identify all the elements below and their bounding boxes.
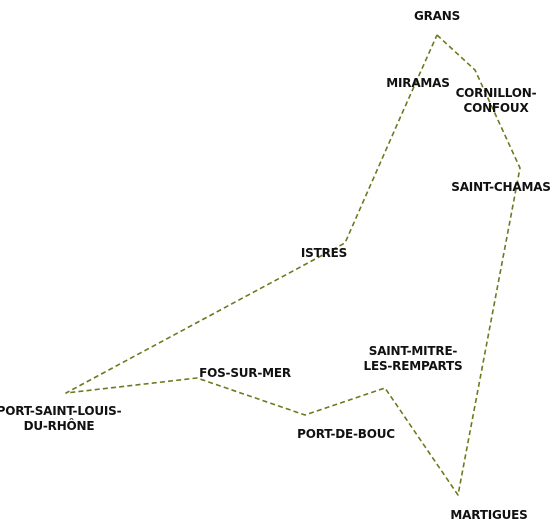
town-fos-sur-mer: FOS-SUR-MER <box>199 366 291 380</box>
town-grans: GRANS <box>413 9 461 23</box>
town-cornillon-confoux: CORNILLON- CONFOUX <box>455 86 537 115</box>
town-miramas: MIRAMAS <box>386 76 450 90</box>
town-port-de-bouc: PORT-DE-BOUC <box>297 427 395 441</box>
town-martigues: MARTIGUES <box>450 508 528 521</box>
town-istres: ISTRES <box>300 246 348 260</box>
town-saint-mitre-les-remparts: SAINT-MITRE- LES-REMPARTS <box>363 344 463 373</box>
town-saint-chamas: SAINT-CHAMAS <box>451 180 550 194</box>
town-port-saint-louis-du-rhone: PORT-SAINT-LOUIS- DU-RHÔNE <box>0 404 122 433</box>
dashed-route-line <box>65 34 521 496</box>
